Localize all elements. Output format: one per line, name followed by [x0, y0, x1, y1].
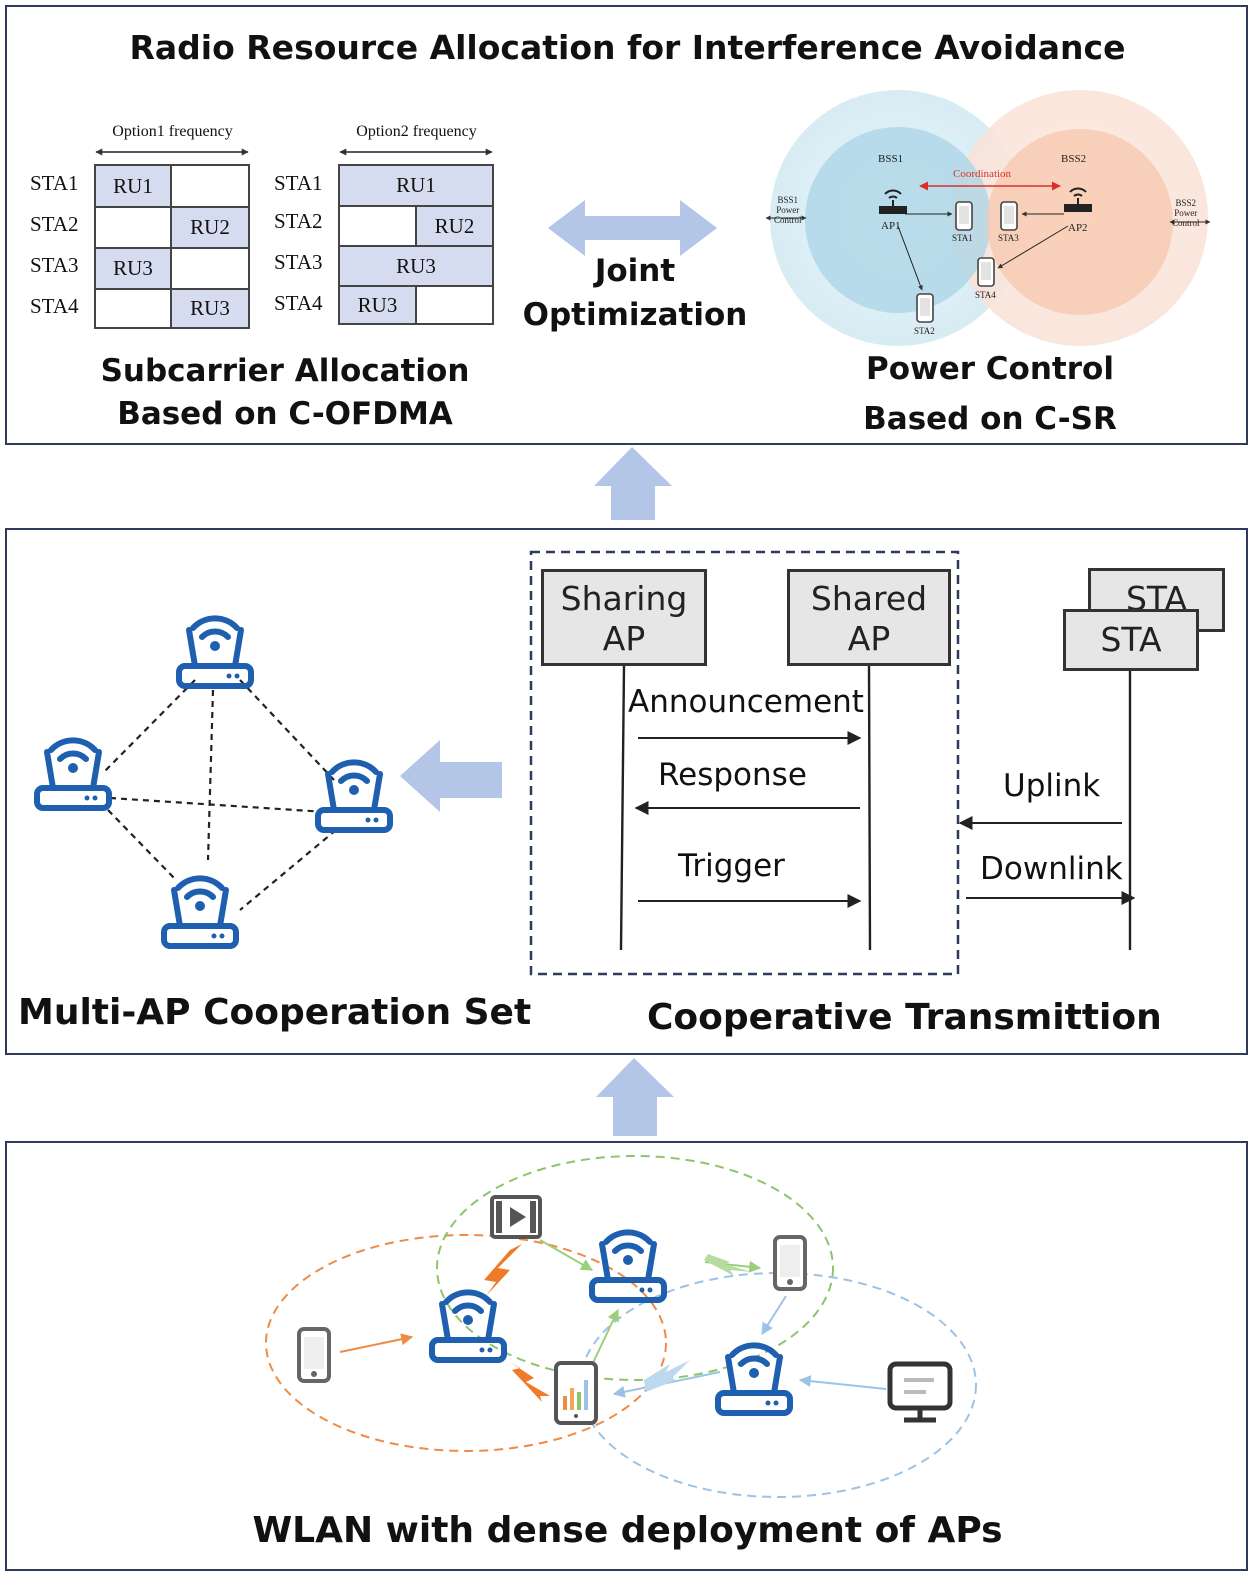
sharing-ap-box: Sharing AP [541, 569, 707, 666]
bss2-inner-coverage [987, 129, 1173, 315]
option2-cell: RU3 [340, 245, 492, 285]
downlink-label: Downlink [980, 851, 1123, 887]
option2-ru-table: RU1 RU2 RU3 RU3 [338, 164, 494, 325]
c-ofdma-label: Based on C-OFDMA [117, 396, 453, 432]
uplink-label: Uplink [1003, 768, 1101, 804]
option1-cell [172, 166, 248, 206]
joint-optimization-arrow [548, 200, 717, 256]
response-label: Response [658, 757, 807, 793]
sta-box-front: STA [1063, 609, 1199, 671]
sta4-icon [977, 257, 995, 287]
coordination-label: Coordination [953, 168, 1012, 180]
option1-sta-label: STA4 [30, 294, 79, 318]
option2-sta-label: STA4 [274, 291, 323, 315]
up-flow-arrow-lower [596, 1058, 674, 1136]
shared-ap-box: Shared AP [787, 569, 951, 666]
ap-station-links [897, 211, 1069, 291]
option1-cell: RU3 [96, 247, 172, 288]
ap2-label: AP2 [1068, 222, 1088, 234]
announcement-label: Announcement [628, 684, 864, 720]
sharing-ap-line2: AP [602, 619, 646, 658]
option2-cell: RU2 [417, 205, 492, 245]
option1-ru-table: RU1 RU2 RU3 RU3 [94, 164, 250, 329]
ap1-label: AP1 [881, 220, 901, 232]
option2-empty-cell [340, 205, 417, 245]
shared-ap-line1: Shared [810, 579, 928, 618]
option1-cell: RU2 [172, 206, 248, 247]
option2-empty-cell [417, 285, 492, 323]
sta3-label: STA3 [998, 233, 1019, 243]
option2-sta-label: STA2 [274, 209, 323, 233]
dense-wlan-panel [5, 1141, 1248, 1571]
option1-sta-label: STA1 [30, 171, 79, 195]
up-flow-arrow-upper [594, 447, 672, 520]
option1-sta-label: STA3 [30, 253, 79, 277]
option2-cell: RU1 [340, 166, 492, 205]
sta2-label: STA2 [914, 326, 935, 336]
bss1-label: BSS1 [878, 153, 904, 165]
option2-sta-label: STA3 [274, 250, 323, 274]
option2-frequency-label: Option2 frequency [356, 123, 477, 140]
joint-label: Joint [594, 253, 676, 289]
dense-wlan-caption: WLAN with dense deployment of APs [252, 1510, 1003, 1551]
bss2-label: BSS2 [1061, 153, 1087, 165]
cooperative-transmission-label: Cooperative Transmittion [647, 997, 1162, 1038]
option1-cell [172, 247, 248, 288]
option1-cell: RU1 [96, 166, 172, 206]
option2-cell: RU3 [340, 285, 417, 323]
power-control-label: Power Control [866, 351, 1114, 387]
trigger-label: Trigger [678, 848, 785, 884]
bss1-inner-coverage [805, 127, 991, 313]
sharing-ap-line1: Sharing [560, 579, 688, 618]
sta1-icon [955, 201, 973, 231]
option1-sta-label: STA2 [30, 212, 79, 236]
c-sr-label: Based on C-SR [863, 401, 1117, 437]
option1-cell [96, 288, 172, 327]
option1-cell [96, 206, 172, 247]
option2-sta-label: STA1 [274, 171, 323, 195]
sta3-icon [1000, 201, 1018, 231]
resource-allocation-title: Radio Resource Allocation for Interferen… [129, 28, 1126, 67]
option1-frequency-label: Option1 frequency [112, 123, 233, 140]
sta2-icon [916, 293, 934, 323]
sta4-label: STA4 [975, 290, 996, 300]
optimization-label: Optimization [522, 297, 748, 333]
subcarrier-allocation-label: Subcarrier Allocation [100, 353, 470, 389]
multi-ap-cooperation-set-label: Multi-AP Cooperation Set [18, 992, 532, 1033]
shared-ap-line2: AP [847, 619, 891, 658]
sta1-label: STA1 [952, 233, 973, 243]
option1-cell: RU3 [172, 288, 248, 327]
